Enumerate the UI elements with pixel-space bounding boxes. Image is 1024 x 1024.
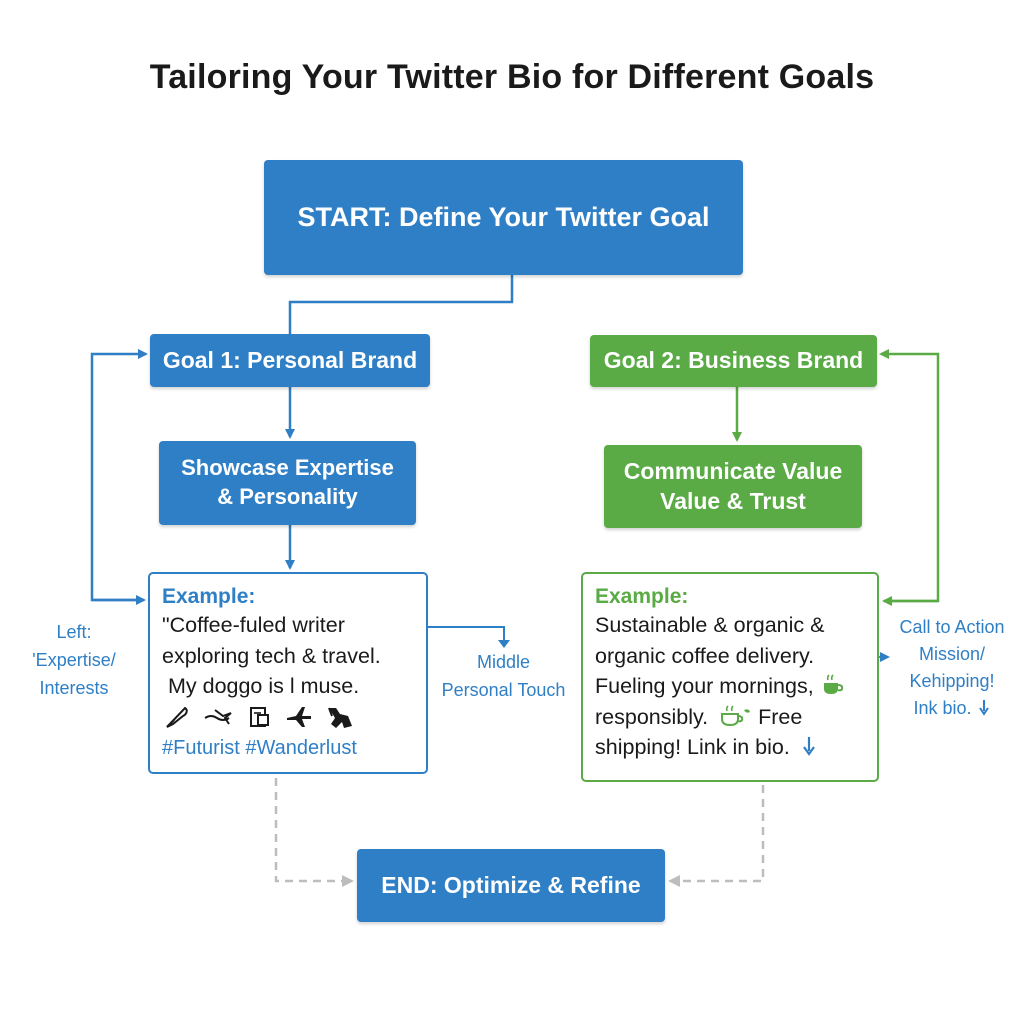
label-right-line-2: Mission/ (918, 644, 985, 664)
goal1-node: Goal 1: Personal Brand (150, 334, 430, 387)
diagram-title: Tailoring Your Twitter Bio for Different… (149, 58, 875, 96)
example-business-line-5: shipping! Link in bio. (595, 735, 790, 759)
example-personal-icon-row (162, 702, 414, 733)
dog-icon (328, 707, 352, 728)
communicate-node: Communicate Value Value & Trust (604, 445, 862, 528)
down-arrow-icon (802, 737, 815, 756)
connector-left-feedback-up (90, 349, 148, 602)
label-left-line-3: Interests (39, 678, 109, 698)
communicate-line-1: Communicate Value (623, 457, 843, 484)
quill-pen-icon (166, 706, 188, 728)
connector-right-feedback (879, 349, 940, 603)
example-business-line-1: Sustainable & organic & (595, 613, 825, 637)
document-icon (250, 707, 269, 727)
airplane-wavy-icon (204, 709, 232, 725)
example-business-line-4-row: responsibly. Free (595, 702, 865, 733)
label-right-line-3: Kehipping! (909, 671, 995, 691)
label-right-line-1: Call to Action (899, 617, 1005, 637)
example-personal-line-3: My doggo is l muse. (162, 674, 360, 698)
example-business-line-3: Fueling your mornings, (595, 674, 814, 698)
example-personal-hashtags: #Futurist #Wanderlust (162, 736, 357, 759)
example-personal-card: Example: "Coffee-fuled writer exploring … (148, 572, 428, 774)
coffee-cup-icon (823, 674, 843, 694)
connector-dashed-left-to-end (274, 778, 354, 887)
down-arrow-icon (978, 700, 989, 716)
label-right-line-4: Ink bio. (913, 698, 972, 718)
example-business-line-3-row: Fueling your mornings, (595, 671, 865, 702)
example-personal-heading: Example: (162, 585, 256, 608)
label-middle-line-1: Middle (476, 652, 531, 672)
label-left-line-1: Left: (56, 622, 92, 642)
coffee-cup-icon (721, 704, 751, 726)
label-right-line-4-row: Ink bio. (884, 695, 1020, 722)
example-business-line-2: organic coffee delivery. (595, 643, 815, 668)
example-personal-line-1: "Coffee-fuled writer (162, 613, 345, 637)
showcase-node: Showcase Expertise & Personality (159, 441, 416, 525)
example-business-line-4b: Free (758, 704, 803, 729)
label-left-line-2: 'Expertise/ (32, 650, 116, 670)
example-business-heading: Example: (595, 585, 689, 608)
airplane-icon (287, 707, 311, 727)
example-personal-line-2: exploring tech & travel. (162, 643, 381, 668)
example-business-line-4: responsibly. (595, 704, 709, 729)
showcase-line-1: Showcase Expertise (181, 455, 394, 481)
goal2-node: Goal 2: Business Brand (590, 335, 877, 387)
label-left-expertise: Left: 'Expertise/ Interests (0, 618, 148, 702)
showcase-line-2: & Personality (217, 484, 358, 509)
connector-dashed-right-to-end (668, 785, 765, 887)
label-middle-personal-touch: Middle Personal Touch (426, 648, 581, 704)
connector-start-to-goal1 (288, 275, 514, 334)
example-business-card: Example: Sustainable & organic & organic… (581, 572, 879, 782)
communicate-line-2: Value & Trust (660, 487, 806, 514)
label-right-call-to-action: Call to Action Mission/ Kehipping! Ink b… (884, 614, 1020, 722)
start-node: START: Define Your Twitter Goal (264, 160, 743, 275)
example-business-line-5-row: shipping! Link in bio. (595, 732, 865, 763)
end-node: END: Optimize & Refine (357, 849, 665, 922)
connector-middle-arrowhead-down (498, 640, 510, 648)
label-middle-line-2: Personal Touch (441, 680, 566, 700)
